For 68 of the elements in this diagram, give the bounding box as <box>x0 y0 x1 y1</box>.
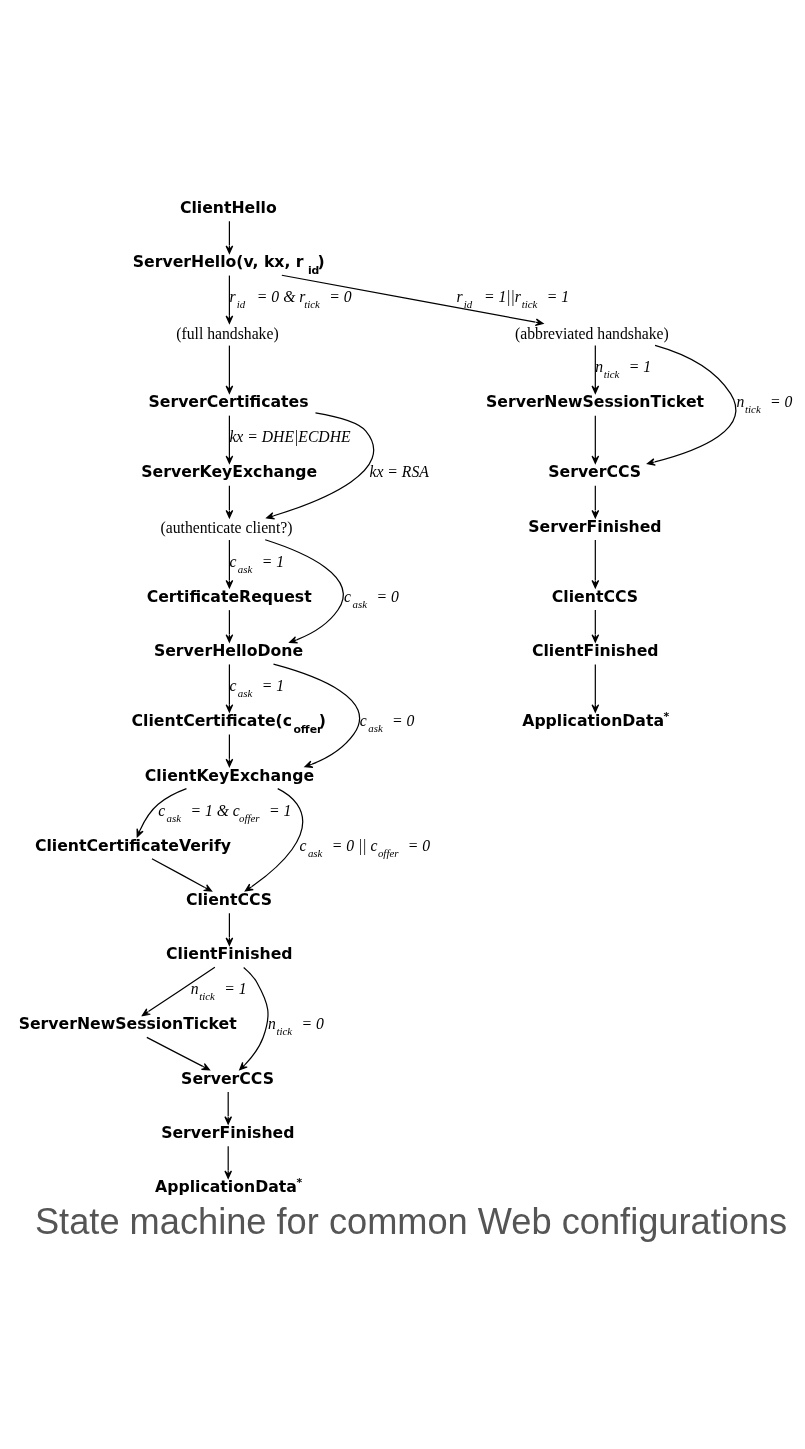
arrow <box>145 1036 210 1071</box>
edge-label: c$_{ask}$ = 1 <box>228 677 284 700</box>
node-text: ClientFinished <box>165 944 293 964</box>
arrow <box>590 485 599 519</box>
edge-label: r$_{id}$ = 1||r$_{tick}$ = 1 <box>455 288 569 311</box>
node-text: ServerCertificates <box>147 392 309 412</box>
node-text: ServerCCS <box>180 1068 274 1088</box>
node-text: ServerFinished <box>160 1123 294 1142</box>
node-text: ServerFinished <box>527 516 662 536</box>
node-text: ClientCCS <box>551 586 638 606</box>
node-text: ServerHelloDone <box>153 641 303 661</box>
arrow <box>280 274 544 327</box>
arrow <box>272 663 360 768</box>
node-text: (full handshake) <box>175 324 279 342</box>
edge-label: c$_{ask}$ = 0 || c$_{offer}$ = 0 <box>298 836 430 859</box>
arrow <box>590 609 599 643</box>
edge-label: c$_{ask}$ = 1 & c$_{offer}$ = 1 <box>157 801 291 824</box>
arrow <box>225 220 233 254</box>
node-text: ClientCCS <box>185 889 272 909</box>
node-text: (authenticate client?) <box>160 518 293 536</box>
edge-label: n$_{tick}$ = 0 <box>736 393 792 416</box>
arrow <box>223 1091 232 1125</box>
arrow <box>141 966 215 1017</box>
node-text: ServerNewSessionTicket <box>485 392 704 412</box>
node-text: ClientHello <box>179 197 277 217</box>
arrow <box>244 788 303 892</box>
arrow <box>264 539 344 644</box>
edge-label: n$_{tick}$ = 0 <box>267 1015 324 1038</box>
arrow <box>646 344 736 466</box>
node-text: ServerCCS <box>547 462 641 482</box>
edge-label: n$_{tick}$ = 1 <box>190 980 247 1003</box>
arrow <box>590 415 599 464</box>
arrow <box>265 412 374 520</box>
edge-label: kx = DHE|ECDHE <box>228 428 351 446</box>
arrow <box>225 609 233 643</box>
caption: State machine for common Web configurations <box>34 1201 787 1243</box>
arrow <box>225 663 233 713</box>
arrow <box>135 788 187 838</box>
node-text: ServerHello(v, kx, r$_{id}$) <box>132 252 325 277</box>
node-text: ClientKeyExchange <box>144 765 314 785</box>
node-text: ServerKeyExchange <box>140 462 317 482</box>
arrow <box>225 912 233 946</box>
arrow <box>590 539 599 589</box>
node-text: ClientFinished <box>531 641 659 661</box>
arrow <box>225 485 233 519</box>
node-text: ApplicationData$^{*}$ <box>521 709 669 731</box>
arrow <box>150 858 212 892</box>
node-text: CertificateRequest <box>146 586 312 606</box>
edge-label: c$_{ask}$ = 0 <box>359 712 414 735</box>
node-text: (abbreviated handshake) <box>514 324 669 342</box>
arrow <box>225 539 233 589</box>
arrow <box>590 345 599 394</box>
edge-label: n$_{tick}$ = 1 <box>594 358 651 381</box>
edge-label: kx = RSA <box>368 463 429 481</box>
node-text: ServerNewSessionTicket <box>18 1014 237 1034</box>
edge-label: c$_{ask}$ = 1 <box>228 552 284 575</box>
edge-label: r$_{id}$ = 0 & r$_{tick}$ = 0 <box>228 288 352 311</box>
node-text: ClientCertificateVerify <box>34 835 231 855</box>
arrow <box>223 1145 232 1179</box>
arrow <box>225 733 233 768</box>
edge-label: c$_{ask}$ = 0 <box>343 587 399 610</box>
arrow <box>225 345 233 394</box>
node-text: ApplicationData$^{*}$ <box>154 1175 302 1197</box>
arrow <box>590 663 599 713</box>
node-text: ClientCertificate(c$_{offer}$) <box>131 711 326 736</box>
arrow <box>225 274 233 324</box>
arrow <box>225 415 233 464</box>
arrow <box>238 966 269 1071</box>
